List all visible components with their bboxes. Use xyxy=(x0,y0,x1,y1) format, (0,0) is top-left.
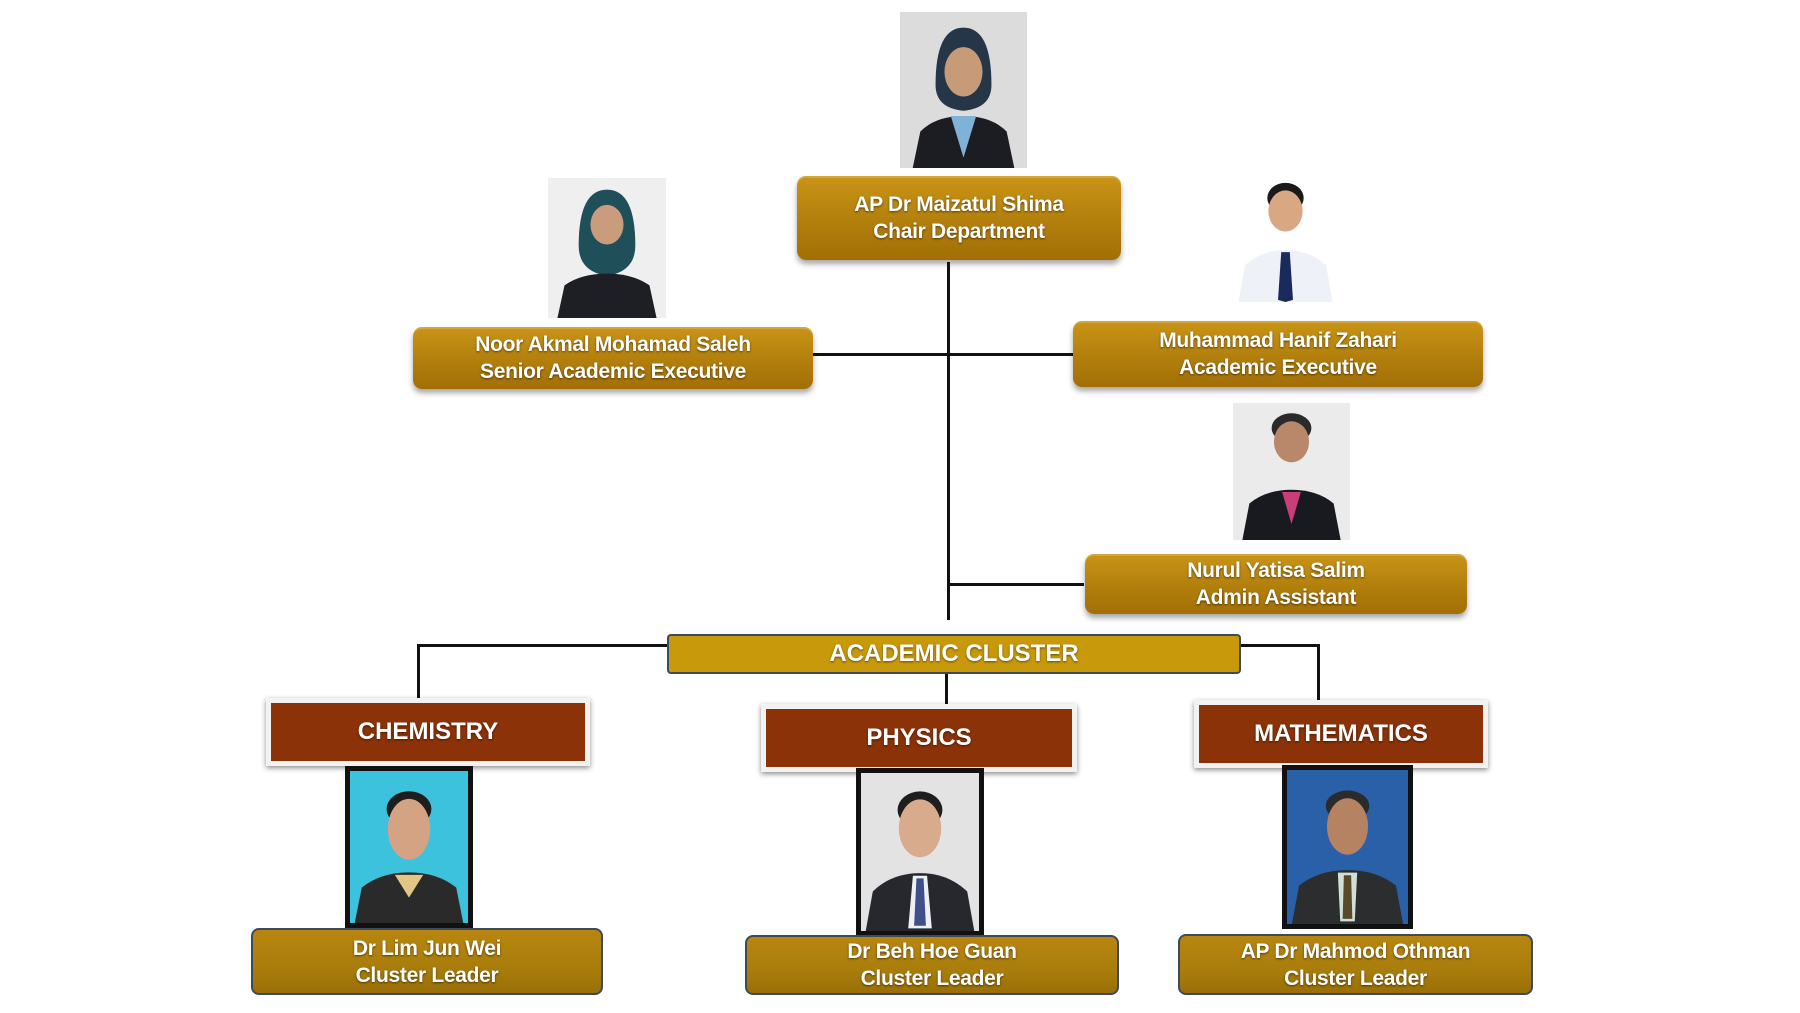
chair-box: AP Dr Maizatul Shima Chair Department xyxy=(797,176,1121,260)
chair-name: AP Dr Maizatul Shima xyxy=(854,193,1064,216)
leader-box-mathematics: AP Dr Mahmod Othman Cluster Leader xyxy=(1178,934,1533,995)
connector-executives xyxy=(810,353,1075,356)
connector-admin xyxy=(947,583,1084,586)
connector-chair-trunk xyxy=(947,262,950,620)
staff-name: Noor Akmal Mohamad Saleh xyxy=(475,333,751,356)
dept-label: CHEMISTRY xyxy=(357,718,499,745)
academic-cluster-bar: ACADEMIC CLUSTER xyxy=(667,634,1241,674)
dept-mathematics: MATHEMATICS xyxy=(1194,700,1488,768)
cluster-label: ACADEMIC CLUSTER xyxy=(829,640,1079,667)
dept-chemistry: CHEMISTRY xyxy=(266,698,590,766)
academic-exec-photo xyxy=(1232,172,1339,302)
staff-role: Senior Academic Executive xyxy=(479,360,746,383)
connector-physics xyxy=(945,672,948,706)
leader-role: Cluster Leader xyxy=(355,963,499,987)
dept-label: MATHEMATICS xyxy=(1254,720,1428,747)
chemistry-leader-photo xyxy=(345,766,473,928)
leader-name: AP Dr Mahmod Othman xyxy=(1240,939,1471,963)
leader-name: Dr Beh Hoe Guan xyxy=(847,940,1017,963)
dept-label: PHYSICS xyxy=(866,724,972,751)
senior-exec-photo xyxy=(548,178,666,318)
connector-mathematics xyxy=(1317,644,1320,700)
dept-physics: PHYSICS xyxy=(761,704,1077,772)
connector-cluster-left xyxy=(417,644,668,647)
staff-name: Nurul Yatisa Salim xyxy=(1187,559,1365,582)
staff-box-senior-exec: Noor Akmal Mohamad Saleh Senior Academic… xyxy=(413,327,813,389)
staff-box-admin-assistant: Nurul Yatisa Salim Admin Assistant xyxy=(1085,554,1467,614)
staff-name: Muhammad Hanif Zahari xyxy=(1159,329,1397,352)
staff-role: Academic Executive xyxy=(1179,356,1377,379)
connector-cluster-right xyxy=(1236,644,1320,647)
connector-chemistry xyxy=(417,644,420,700)
physics-leader-photo xyxy=(856,768,984,936)
leader-box-chemistry: Dr Lim Jun Wei Cluster Leader xyxy=(251,928,603,995)
chair-photo xyxy=(900,12,1027,168)
leader-box-physics: Dr Beh Hoe Guan Cluster Leader xyxy=(745,935,1119,995)
leader-name: Dr Lim Jun Wei xyxy=(352,936,502,960)
staff-box-academic-exec: Muhammad Hanif Zahari Academic Executive xyxy=(1073,321,1483,387)
mathematics-leader-photo xyxy=(1282,765,1413,929)
leader-role: Cluster Leader xyxy=(1284,966,1427,990)
chair-role: Chair Department xyxy=(873,220,1045,243)
leader-role: Cluster Leader xyxy=(860,967,1004,990)
staff-role: Admin Assistant xyxy=(1195,586,1357,609)
admin-assistant-photo xyxy=(1233,403,1350,540)
